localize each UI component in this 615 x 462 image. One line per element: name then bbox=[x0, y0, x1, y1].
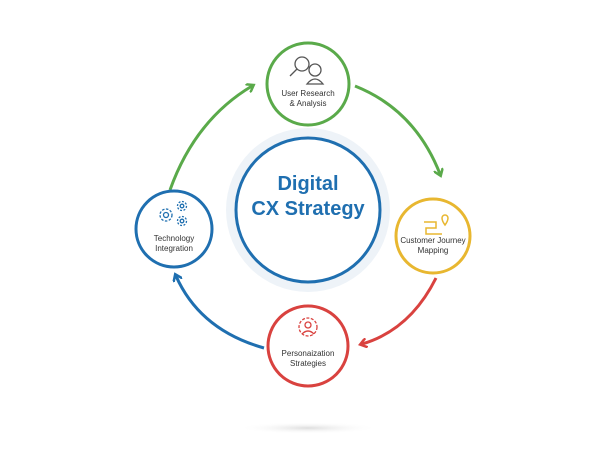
label-line: User Research bbox=[281, 89, 335, 98]
shadow bbox=[238, 422, 378, 434]
magnifier-user-icon bbox=[289, 56, 325, 85]
label-line: Mapping bbox=[417, 246, 449, 255]
node-journey-circle bbox=[394, 197, 472, 275]
label-line: & Analysis bbox=[289, 99, 327, 108]
node-journey-label: Customer Journey Mapping bbox=[388, 236, 478, 256]
arrow-personalization-to-technology bbox=[176, 276, 265, 350]
node-personalization-label: Personaization Strategies bbox=[263, 349, 353, 369]
node-personalization-circle bbox=[266, 304, 350, 388]
label-line: Personaization bbox=[281, 349, 335, 358]
node-technology-label: Technology Integration bbox=[129, 234, 219, 254]
arrow-journey-to-personalization bbox=[362, 277, 438, 344]
map-pin-path-icon bbox=[424, 214, 449, 235]
gears-icon bbox=[159, 200, 188, 227]
label-line: Strategies bbox=[289, 359, 327, 368]
arrow-research-to-journey bbox=[354, 84, 440, 174]
center-title-line1: Digital bbox=[277, 173, 339, 195]
center-circle bbox=[234, 136, 382, 284]
node-research-label: User Research & Analysis bbox=[263, 89, 353, 109]
arrow-technology-to-research bbox=[168, 86, 252, 191]
center-title: Digital CX Strategy bbox=[233, 172, 383, 222]
label-line: Technology bbox=[153, 234, 195, 243]
node-technology-circle bbox=[134, 189, 214, 269]
user-gear-icon bbox=[298, 317, 318, 337]
center-title-line2: CX Strategy bbox=[251, 198, 365, 220]
label-line: Customer Journey bbox=[400, 236, 466, 245]
label-line: Integration bbox=[155, 244, 193, 253]
